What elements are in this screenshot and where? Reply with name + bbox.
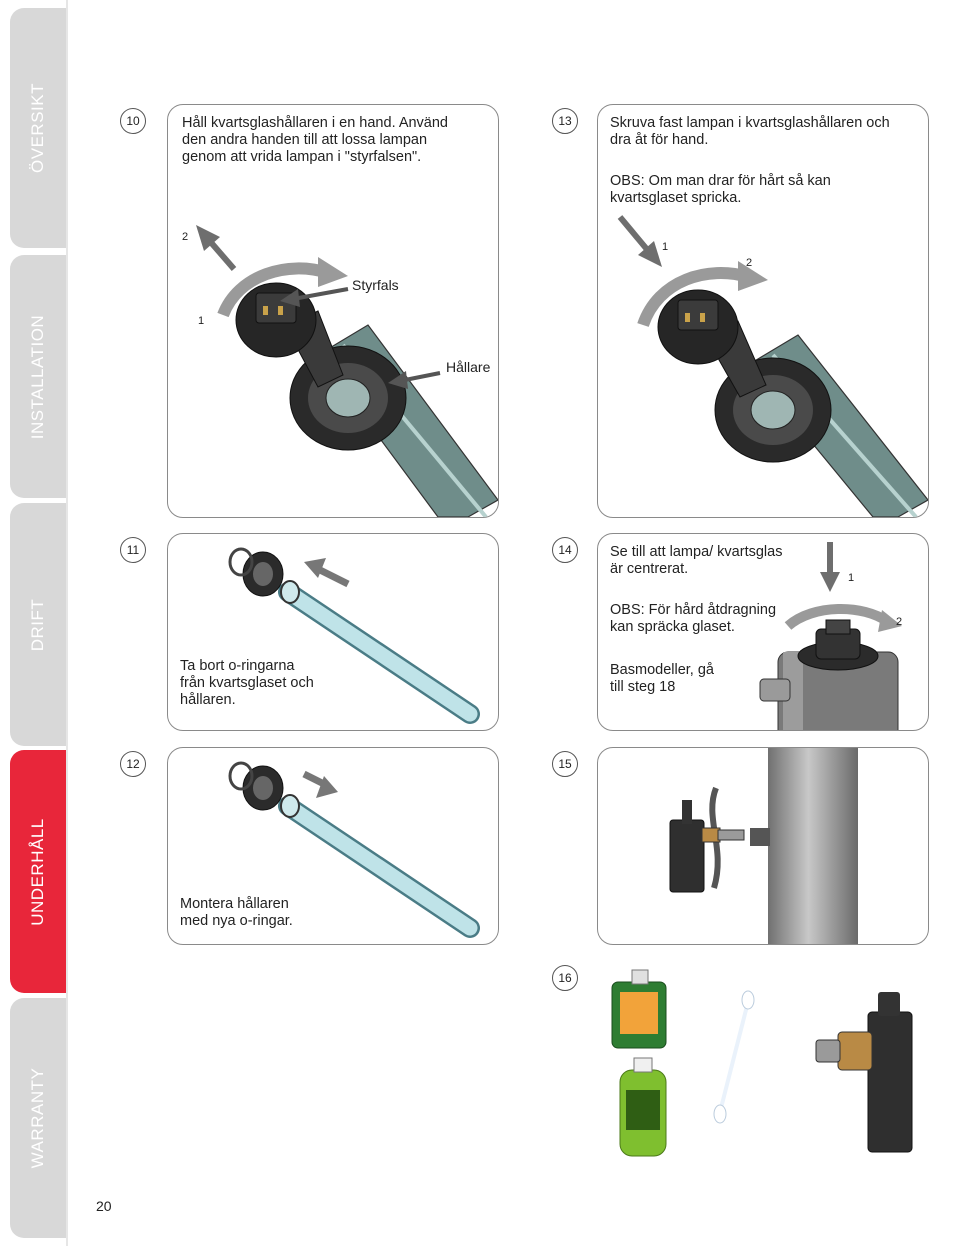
step-14-note: OBS: För hård åtdragning kan spräcka gla… — [610, 602, 777, 635]
step-16-panel — [597, 961, 929, 1163]
step-10-arrow-1: 1 — [198, 315, 205, 327]
page-number: 20 — [96, 1198, 112, 1214]
cleaning-supplies-illustration — [611, 969, 913, 1157]
lamp-unscrew-illustration — [196, 225, 498, 517]
tab-drift[interactable]: DRIFT — [10, 503, 66, 746]
step-13-panel: Skruva fast lampan i kvartsglashållaren … — [597, 104, 929, 518]
tab-oversikt[interactable]: ÖVERSIKT — [10, 8, 66, 248]
step-10-instruction: Håll kvartsglashållaren i en hand. Använ… — [182, 115, 448, 165]
step-15-panel — [597, 747, 929, 945]
step-12-panel: Montera hållaren med nya o-ringar. — [167, 747, 499, 945]
step-11-panel: Ta bort o-ringarna från kvartsglaset och… — [167, 533, 499, 731]
step-14-badge: 14 — [552, 537, 578, 563]
lamp-centering-illustration — [759, 542, 902, 730]
step-13-badge: 13 — [552, 108, 578, 134]
step-14-instruction: Se till att lampa/ kvartsglas är centrer… — [610, 544, 783, 577]
step-14-panel: Se till att lampa/ kvartsglas är centrer… — [597, 533, 929, 731]
tab-installation[interactable]: INSTALLATION — [10, 255, 66, 498]
tab-warranty-label: WARRANTY — [28, 1067, 47, 1169]
step-13-note: OBS: Om man drar för hårt så kan kvartsg… — [610, 173, 831, 206]
tab-installation-label: INSTALLATION — [28, 314, 47, 439]
step-13-arrow-2: 2 — [746, 257, 753, 269]
oring-removal-illustration — [228, 547, 480, 724]
tab-oversikt-label: ÖVERSIKT — [28, 83, 47, 173]
tab-divider — [66, 0, 68, 1246]
step-14-arrow-2: 2 — [896, 616, 903, 628]
tab-warranty[interactable]: WARRANTY — [10, 998, 66, 1238]
step-14-arrow-1: 1 — [848, 572, 855, 584]
sensor-removal-illustration — [669, 748, 858, 944]
callout-styrfals: Styrfals — [352, 277, 399, 293]
step-13-arrow-1: 1 — [662, 241, 669, 253]
step-12-badge: 12 — [120, 751, 146, 777]
step-11-badge: 11 — [120, 537, 146, 563]
oring-install-illustration — [228, 761, 480, 938]
lamp-tighten-illustration — [617, 215, 928, 517]
tab-underhall[interactable]: UNDERHÅLL — [10, 750, 66, 993]
step-15-badge: 15 — [552, 751, 578, 777]
tab-underhall-label: UNDERHÅLL — [28, 817, 47, 926]
step-13-instruction: Skruva fast lampan i kvartsglashållaren … — [610, 115, 890, 148]
step-14-note-basic: Basmodeller, gå till steg 18 — [610, 662, 714, 695]
section-tabs: ÖVERSIKT INSTALLATION DRIFT UNDERHÅLL WA… — [0, 0, 68, 1246]
tab-drift-label: DRIFT — [28, 598, 47, 651]
step-16-badge: 16 — [552, 965, 578, 991]
step-10-badge: 10 — [120, 108, 146, 134]
step-12-instruction: Montera hållaren med nya o-ringar. — [180, 896, 293, 929]
step-10-panel: Håll kvartsglashållaren i en hand. Använ… — [167, 104, 499, 518]
step-11-instruction: Ta bort o-ringarna från kvartsglaset och… — [180, 658, 314, 708]
step-10-arrow-2: 2 — [182, 231, 189, 243]
callout-hallare: Hållare — [446, 359, 491, 375]
